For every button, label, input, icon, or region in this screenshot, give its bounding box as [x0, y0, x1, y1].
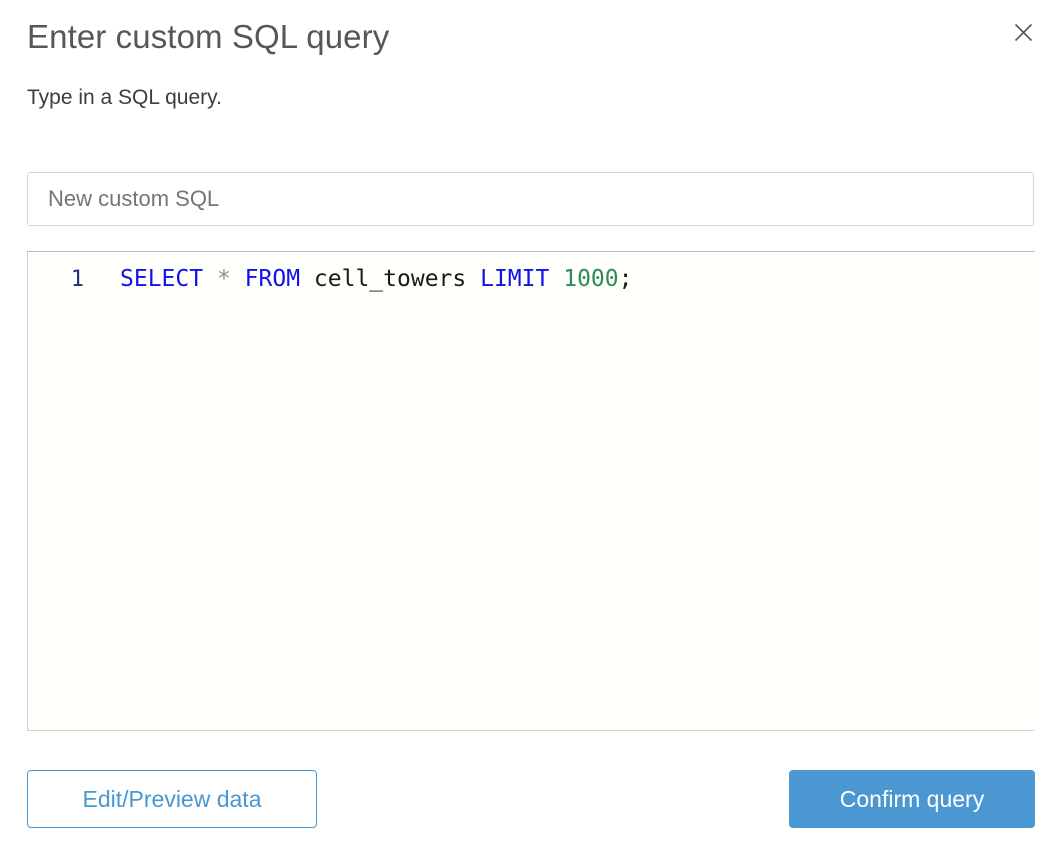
sql-token-keyword: FROM — [244, 266, 301, 292]
dialog-footer: Edit/Preview data Confirm query — [0, 768, 1061, 830]
sql-token-number: 1000 — [563, 266, 619, 292]
line-number: 1 — [70, 267, 84, 292]
sql-token-ident: cell_towers — [313, 266, 467, 292]
close-button[interactable] — [1005, 14, 1041, 50]
sql-code-editor[interactable]: 1 SELECT * FROM cell_towers LIMIT 1000; — [27, 251, 1035, 731]
dialog-subtitle: Type in a SQL query. — [27, 86, 222, 109]
close-icon — [1013, 22, 1034, 43]
page-title: Enter custom SQL query — [27, 18, 390, 55]
sql-token-punct: ; — [618, 266, 633, 292]
code-line: 1 SELECT * FROM cell_towers LIMIT 1000; — [28, 252, 1034, 300]
sql-token-keyword: LIMIT — [480, 266, 550, 292]
sql-token-operator: * — [216, 266, 231, 292]
sql-token-plain — [231, 266, 245, 292]
sql-token-keyword: SELECT — [120, 266, 204, 292]
edit-preview-data-button[interactable]: Edit/Preview data — [27, 770, 317, 828]
sql-token-plain — [466, 266, 480, 292]
confirm-query-button[interactable]: Confirm query — [789, 770, 1035, 828]
sql-token-plain — [203, 266, 217, 292]
sql-token-plain — [300, 266, 314, 292]
sql-token-plain — [549, 266, 563, 292]
query-name-input[interactable] — [27, 172, 1034, 226]
dialog-header: Enter custom SQL query Type in a SQL que… — [0, 0, 1061, 140]
sql-query-text[interactable]: SELECT * FROM cell_towers LIMIT 1000; — [92, 264, 632, 294]
